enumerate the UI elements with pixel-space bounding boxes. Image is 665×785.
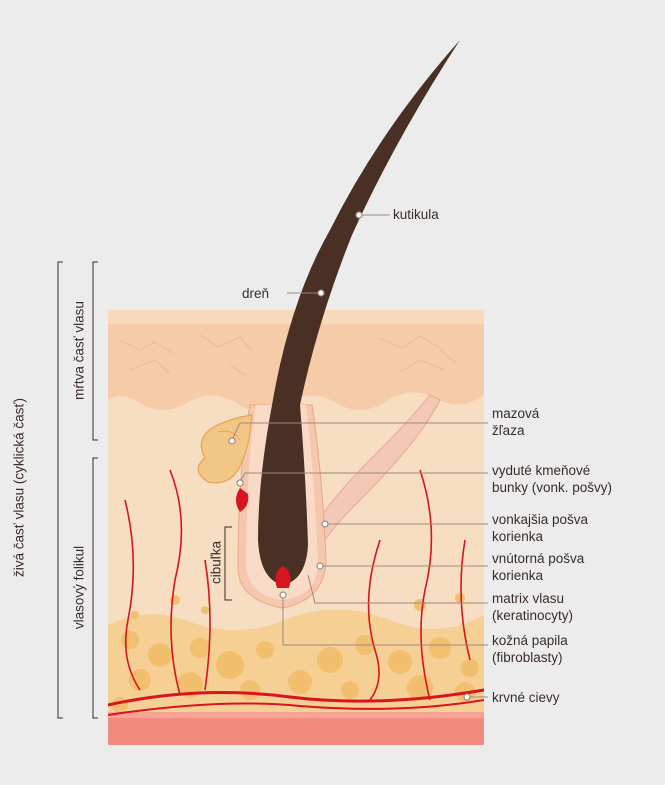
blood-vessels (124, 469, 471, 701)
epidermis-texture (119, 334, 456, 376)
bracket-follicle (92, 457, 98, 719)
label-ziva-cast: živá časť vlasu (cyklická časť) (11, 398, 27, 577)
leader-dots (228, 211, 471, 701)
label-vonkajsia-posva-1: vonkajšia pošva (492, 512, 589, 527)
label-kmenove-bunky-1: vyduté kmeňové (492, 463, 591, 478)
bracket-bulb (224, 526, 232, 601)
label-papila-2: (fibroblasty) (492, 650, 563, 665)
leader-lines (231, 214, 488, 698)
hair-root (258, 405, 308, 585)
hair-shaft (272, 40, 460, 405)
main-vessel (108, 688, 484, 707)
brackets (57, 261, 232, 719)
label-mazova-zlaza-1: mazová (492, 406, 540, 421)
label-vonkajsia-posva-2: korienka (492, 529, 544, 544)
label-cibulka: cibuľka (208, 541, 224, 584)
label-kmenove-bunky-2: bunky (vonk. pošvy) (492, 480, 613, 495)
label-vlasovy-folikul: vlasový folikul (71, 545, 87, 630)
label-vnutorna-posva-2: korienka (492, 568, 544, 583)
dermal-papilla (275, 566, 291, 588)
label-kutikula: kutikula (393, 207, 439, 222)
sebaceous-gland (197, 414, 253, 484)
label-dren: dreň (242, 286, 270, 301)
stem-cell-bulge (236, 488, 249, 512)
bracket-dead (92, 261, 98, 441)
label-vnutorna-posva-1: vnútorná pošva (492, 551, 585, 566)
label-matrix-2: (keratinocyty) (492, 608, 574, 623)
label-matrix-1: matrix vlasu (492, 591, 565, 606)
label-mrtva-cast: mŕtva časť vlasu (71, 301, 87, 400)
label-krvne-cievy: krvné cievy (492, 690, 560, 705)
label-mazova-zlaza-2: žľaza (492, 423, 525, 438)
label-papila-1: kožná papila (492, 633, 568, 648)
bracket-living (57, 261, 63, 719)
